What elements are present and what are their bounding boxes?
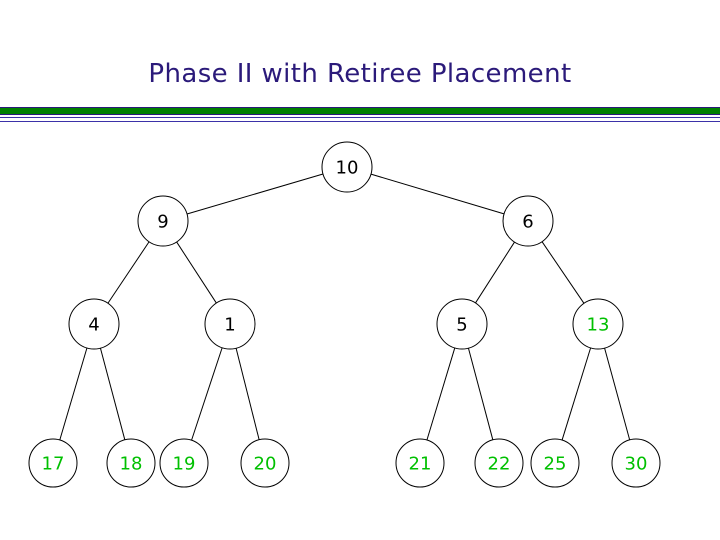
tree-node-label: 17	[42, 454, 65, 475]
tree-edge	[235, 348, 260, 440]
tree-node-label: 6	[522, 212, 533, 233]
tree-node-label: 19	[173, 454, 196, 475]
tree-node-circle[interactable]	[28, 438, 78, 488]
page-title: Phase II with Retiree Placement	[148, 59, 572, 89]
tree-node-label: 18	[120, 454, 143, 475]
tree-node-circle[interactable]	[240, 438, 290, 488]
tree-node-circle[interactable]	[474, 438, 524, 488]
tree-node-label: 25	[544, 454, 567, 475]
divider-green-bar	[0, 107, 720, 115]
tree-node-18[interactable]: 18	[106, 438, 156, 488]
tree-node-label: 13	[587, 315, 610, 336]
tree-node-22[interactable]: 22	[474, 438, 524, 488]
tree-node-30[interactable]: 30	[611, 438, 661, 488]
tree-node-circle[interactable]	[137, 195, 189, 247]
tree-node-13[interactable]: 13	[572, 298, 624, 350]
tree-node-circle[interactable]	[106, 438, 156, 488]
tree-edge	[107, 241, 150, 304]
tree-edge	[541, 241, 585, 304]
tree-node-21[interactable]: 21	[395, 438, 445, 488]
tree-node-layer: 10 9 6 4 1 5 13 17 18 19 20 21 22 25 30	[28, 141, 661, 488]
tree-node-1[interactable]: 1	[204, 298, 256, 350]
tree-node-9[interactable]: 9	[137, 195, 189, 247]
tree-node-circle[interactable]	[321, 141, 373, 193]
tree-node-label: 10	[336, 158, 359, 179]
tree-node-4[interactable]: 4	[68, 298, 120, 350]
tree-node-5[interactable]: 5	[436, 298, 488, 350]
tree-edge	[475, 241, 515, 304]
tree-node-label: 22	[488, 454, 511, 475]
tree-edge	[186, 173, 324, 215]
tree-edge	[59, 347, 88, 441]
tree-edge	[561, 347, 592, 441]
tree-edge	[99, 348, 126, 440]
tree-node-20[interactable]: 20	[240, 438, 290, 488]
tree-node-label: 30	[625, 454, 648, 475]
tree-node-label: 5	[456, 315, 467, 336]
tree-node-circle[interactable]	[159, 438, 209, 488]
tree-node-circle[interactable]	[572, 298, 624, 350]
tree-node-10[interactable]: 10	[321, 141, 373, 193]
tree-edge	[426, 347, 456, 441]
tree-node-label: 21	[409, 454, 432, 475]
tree-node-label: 9	[157, 212, 168, 233]
tree-edge-layer	[59, 173, 631, 441]
tree-node-label: 1	[224, 315, 235, 336]
tree-node-circle[interactable]	[530, 438, 580, 488]
divider-blue-bar	[0, 117, 720, 122]
tree-node-17[interactable]: 17	[28, 438, 78, 488]
tree-node-circle[interactable]	[436, 298, 488, 350]
divider-gap	[0, 116, 720, 117]
tree-node-circle[interactable]	[204, 298, 256, 350]
tree-node-6[interactable]: 6	[502, 195, 554, 247]
tree-node-25[interactable]: 25	[530, 438, 580, 488]
tree-node-circle[interactable]	[502, 195, 554, 247]
tree-node-label: 20	[254, 454, 277, 475]
tree-node-label: 4	[88, 315, 99, 336]
title-divider	[0, 107, 720, 123]
tree-node-circle[interactable]	[395, 438, 445, 488]
tree-edge	[191, 347, 223, 441]
tree-edge	[467, 348, 494, 440]
tree-edge	[370, 173, 505, 215]
tree-node-circle[interactable]	[68, 298, 120, 350]
tree-node-circle[interactable]	[611, 438, 661, 488]
tree-edge	[176, 241, 217, 304]
tree-edge	[604, 347, 631, 440]
tree-node-19[interactable]: 19	[159, 438, 209, 488]
